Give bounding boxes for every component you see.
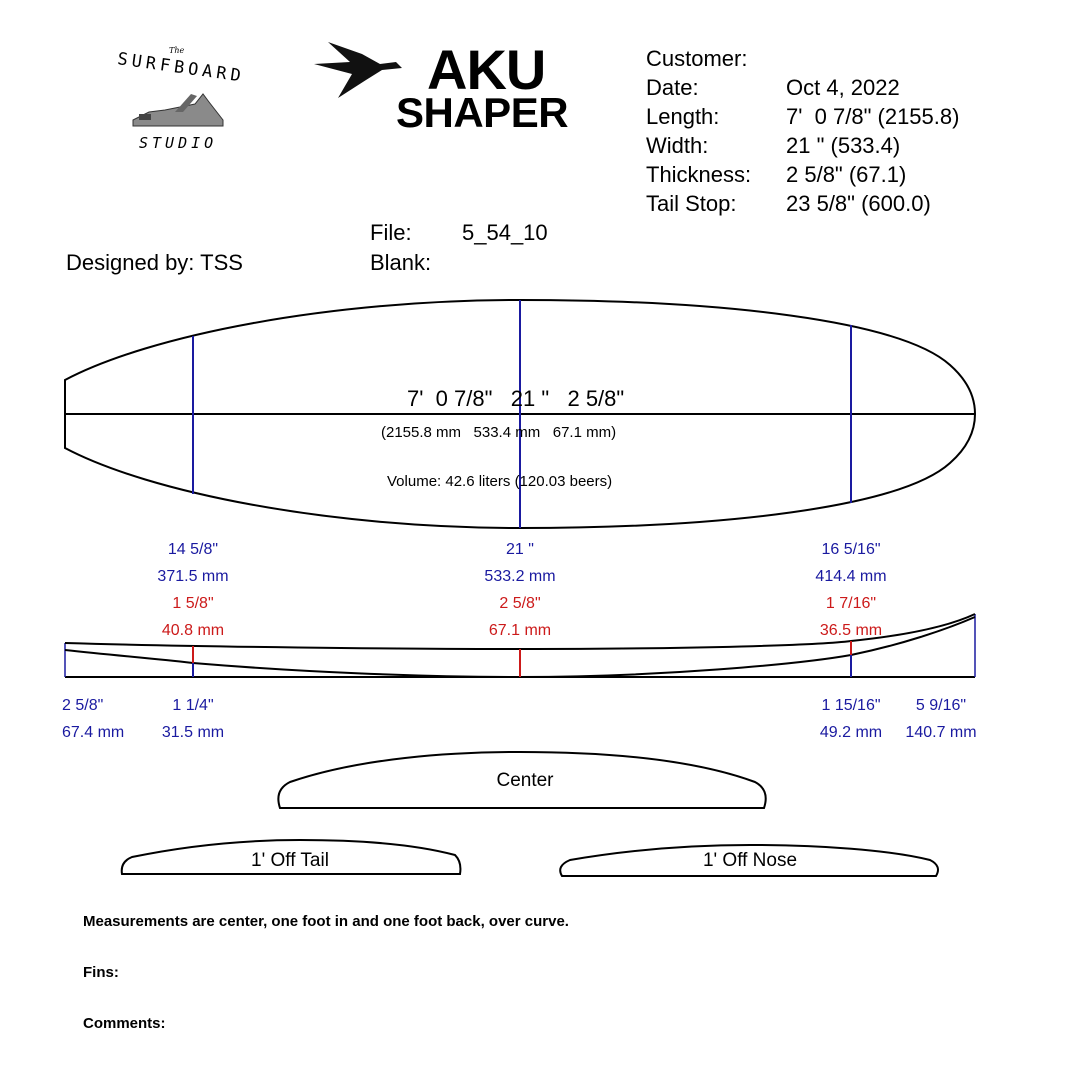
thickness-measure-nose: 1 7/16" 36.5 mm — [819, 595, 883, 639]
width-measure-nose: 16 5/16" 414.4 mm — [815, 541, 887, 585]
fins-label: Fins: — [83, 964, 119, 981]
thickness-measure-tail: 1 5/8" 40.8 mm — [161, 595, 225, 639]
bird-icon — [310, 40, 410, 100]
width-measure-center: 21 " 533.2 mm — [484, 541, 556, 585]
rocker-measure-1ft-tail: 1 1/4" 31.5 mm — [161, 697, 225, 741]
file-value: 5_54_10 — [462, 220, 548, 245]
rocker-measure-nose: 5 9/16" 140.7 mm — [905, 697, 977, 741]
surfboard-studio-logo: The SURFBOARD STUDIO — [105, 40, 255, 160]
width-measure-tail: 14 5/8" 371.5 mm — [157, 541, 229, 585]
designed-by: Designed by: TSS — [66, 250, 243, 275]
file-label: File: — [370, 220, 412, 245]
rail-nose-label: 1' Off Nose — [702, 850, 798, 871]
board-rocker-profile — [64, 613, 976, 679]
rail-tail-shape — [120, 838, 462, 875]
outline-dims-imperial: 7' 0 7/8" 21 " 2 5/8" — [407, 386, 625, 411]
rocker-measure-1ft-nose: 1 15/16" 49.2 mm — [819, 697, 883, 741]
rail-center-shape — [277, 750, 767, 809]
brand-title-shaper: SHAPER — [396, 89, 569, 136]
hand-plane-icon — [132, 93, 224, 127]
comments-label: Comments: — [83, 1015, 166, 1032]
logo-small-text: The — [169, 46, 185, 55]
measurements-note: Measurements are center, one foot in and… — [83, 913, 569, 930]
brand-title-aku: AKU — [427, 38, 546, 101]
thickness-measure-center: 2 5/8" 67.1 mm — [488, 595, 552, 639]
rail-nose-shape — [559, 843, 939, 877]
rail-tail-label: 1' Off Tail — [251, 850, 329, 871]
rocker-measure-tail: 2 5/8" 67.4 mm — [62, 697, 125, 741]
outline-dims-metric: (2155.8 mm 533.4 mm 67.1 mm) — [381, 424, 617, 441]
board-outline — [64, 298, 977, 530]
logo-bottom-text: STUDIO — [139, 134, 218, 152]
blank-label: Blank: — [370, 250, 432, 275]
rail-center-label: Center — [496, 770, 554, 791]
outline-volume: Volume: 42.6 liters (120.03 beers) — [387, 473, 613, 490]
